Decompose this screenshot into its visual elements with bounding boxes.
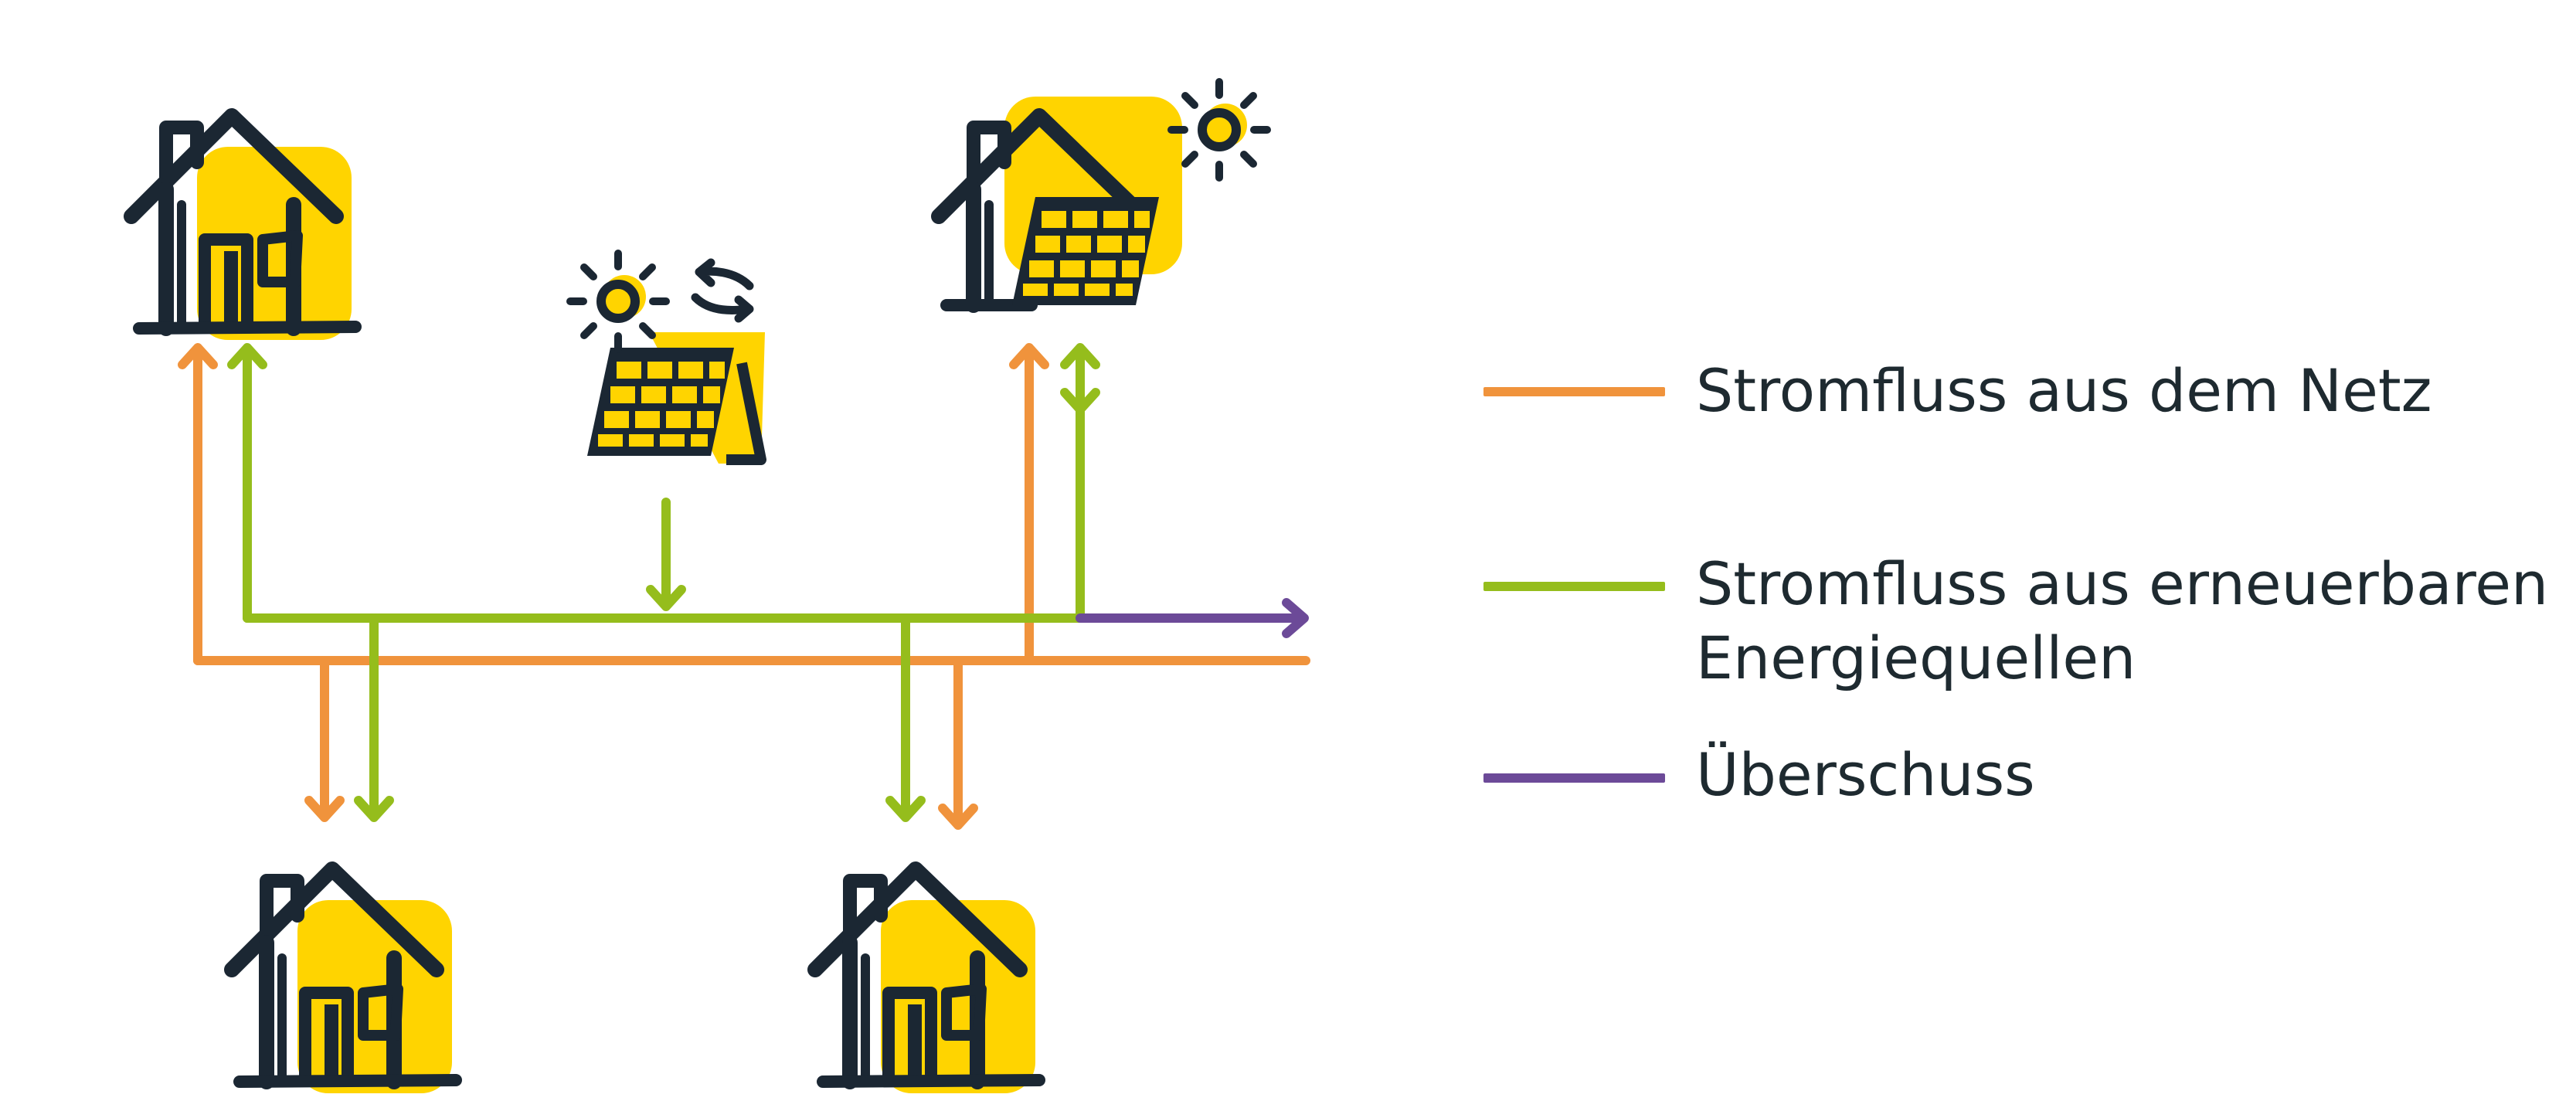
legend-label-surplus: Überschuss	[1696, 740, 2035, 809]
legend-swatch-grid	[1483, 387, 1665, 396]
legend-item-renewable: Stromfluss aus erneuerbaren Energiequell…	[1483, 547, 2548, 695]
legend-label-renewable: Stromfluss aus erneuerbaren Energiequell…	[1696, 549, 2549, 692]
legend-swatch-renewable	[1483, 582, 1665, 591]
legend-item-surplus: Überschuss	[1483, 738, 2035, 812]
legend-item-grid: Stromfluss aus dem Netz	[1483, 354, 2432, 428]
renewable-flow-lines	[227, 343, 1100, 822]
legend-swatch-surplus	[1483, 773, 1665, 783]
solar-panel-icon	[587, 332, 766, 465]
grid-flow-lines	[178, 343, 1310, 830]
house-with-solar-panel-icon	[931, 97, 1182, 313]
house-icon	[232, 869, 456, 1093]
sun-icon	[1171, 82, 1267, 178]
house-icon	[131, 116, 355, 340]
surplus-flow-line	[1076, 598, 1309, 638]
legend-label-grid: Stromfluss aus dem Netz	[1696, 356, 2432, 425]
sun-icon	[570, 253, 666, 349]
exchange-arrows-icon	[691, 258, 754, 323]
house-icon	[815, 869, 1039, 1093]
